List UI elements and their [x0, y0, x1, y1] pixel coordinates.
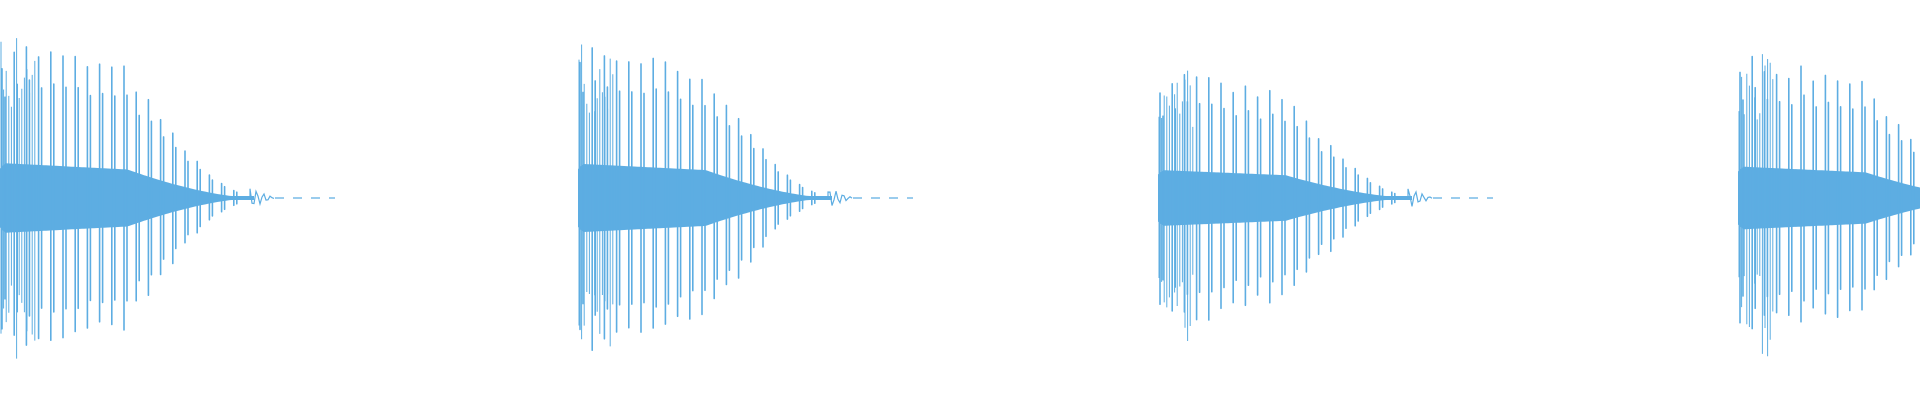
hit-2-oscillation — [579, 47, 816, 351]
hit-3-ripple — [1407, 188, 1433, 207]
hit-1-ripple — [249, 188, 275, 207]
hit-3-waveform — [1158, 70, 1493, 341]
hit-4-waveform — [1738, 54, 1920, 357]
hit-2-waveform — [578, 44, 913, 351]
hit-3-transient — [1158, 70, 1194, 341]
hit-2-transient — [578, 44, 614, 350]
hit-4-transient — [1738, 54, 1774, 357]
hit-4-oscillation — [1739, 55, 1915, 330]
hit-1-waveform — [0, 38, 335, 359]
hit-1-transient — [0, 38, 36, 359]
hit-3-oscillation — [1159, 73, 1396, 321]
hit-2-ripple — [827, 191, 853, 206]
hit-1-oscillation — [1, 46, 238, 346]
